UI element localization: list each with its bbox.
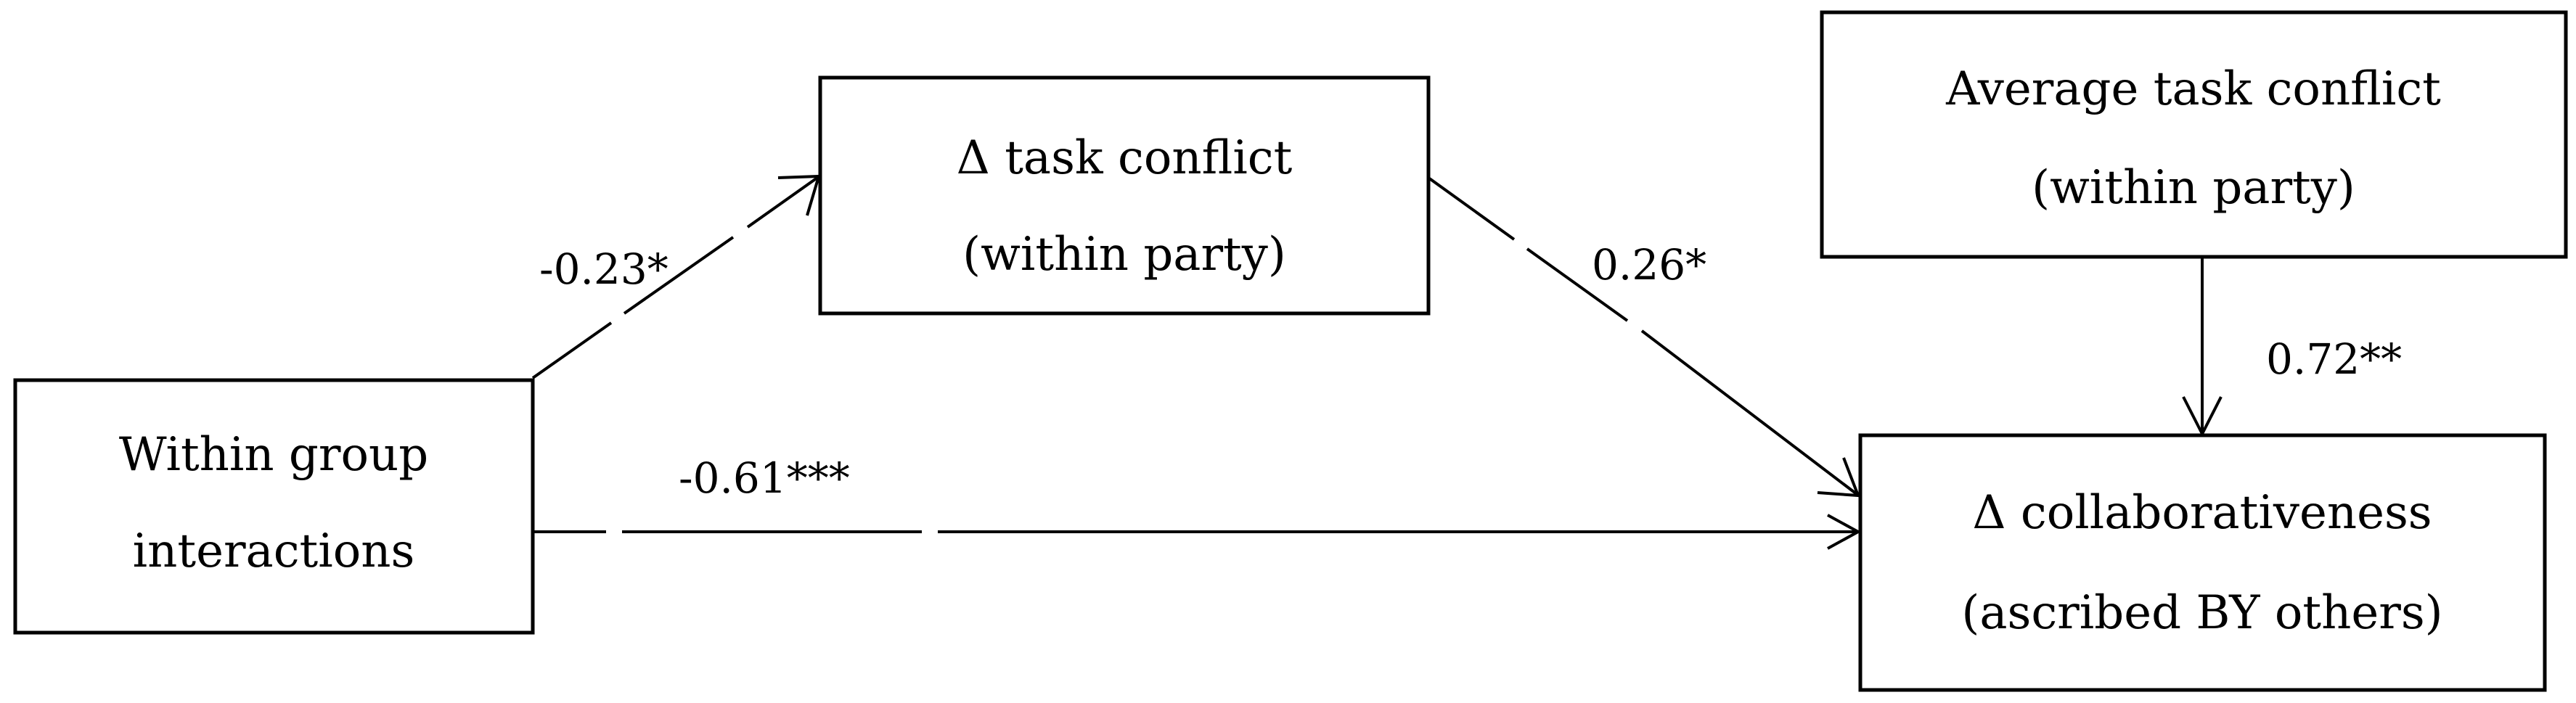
arrowhead (1817, 457, 1860, 498)
node-label-line2: (within party) (962, 228, 1286, 281)
node-label-line2: (ascribed BY others) (1961, 586, 2442, 640)
node-label-line1: Δ collaborativeness (1972, 486, 2432, 540)
coefficient-average-task-conflict-to-collaborativeness: 0.72** (2266, 334, 2402, 384)
edge-task-conflict-to-collaborativeness (1427, 176, 1860, 498)
edge-within-to-collaborativeness (533, 514, 1862, 550)
node-label-line2: (within party) (2032, 161, 2355, 215)
coefficient-task-conflict-to-collaborativeness: 0.26* (1592, 240, 1706, 289)
node-average-task-conflict: Average task conflict (within party) (1820, 10, 2568, 259)
node-label-line2: interactions (133, 525, 415, 578)
node-within-group-interactions: Within group interactions (13, 378, 535, 635)
node-label-line1: Within group (119, 428, 428, 482)
node-label-line1: Average task conflict (1945, 62, 2441, 116)
coefficient-within-to-task-conflict: -0.23* (539, 244, 668, 294)
node-delta-collaborativeness: Δ collaborativeness (ascribed BY others) (1858, 433, 2547, 692)
edge-average-task-conflict-to-collaborativeness (2182, 257, 2223, 437)
edge-within-to-task-conflict (531, 174, 821, 379)
coefficient-within-to-collaborativeness: -0.61*** (679, 453, 850, 503)
arrowhead (1827, 514, 1862, 550)
node-label-line1: Δ task conflict (957, 131, 1293, 185)
node-delta-task-conflict: Δ task conflict (within party) (818, 75, 1431, 316)
